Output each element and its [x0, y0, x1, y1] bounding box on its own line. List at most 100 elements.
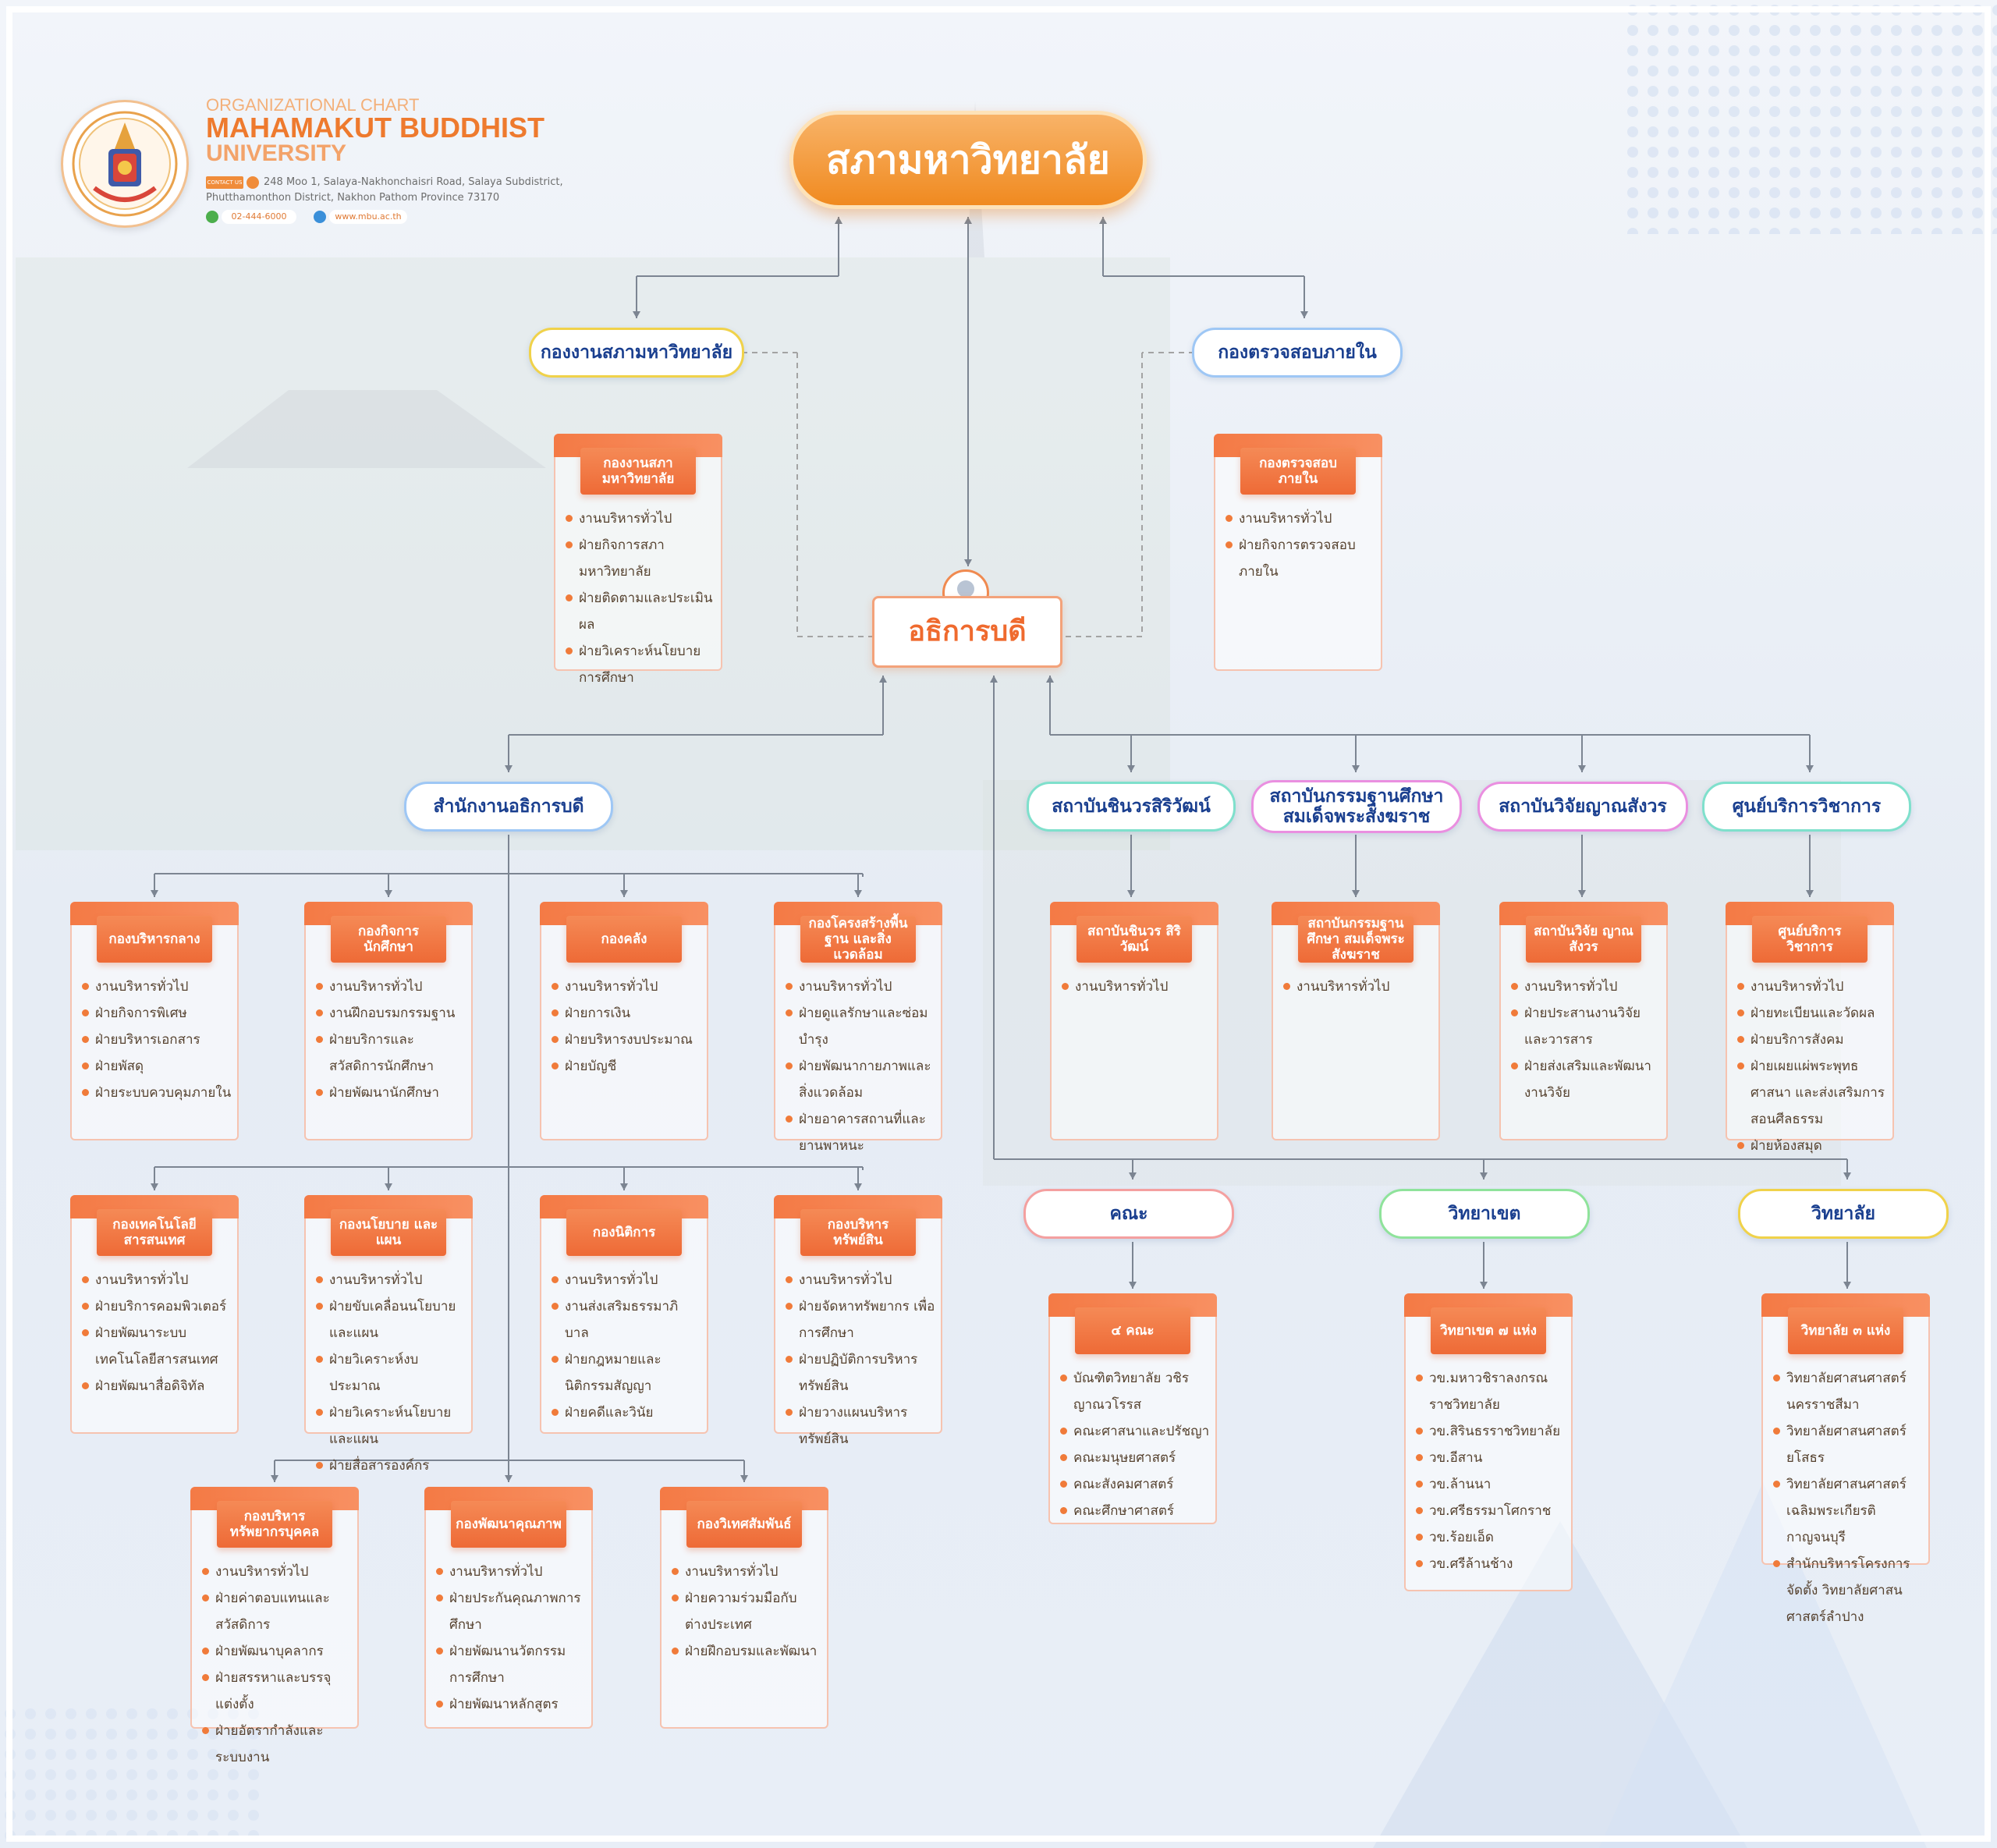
bullet-icon — [82, 1382, 89, 1389]
unit-card: กองคลังงานบริหารทั่วไปฝ่ายการเงินฝ่ายบริ… — [540, 902, 708, 1140]
card-title[interactable]: กองบริหารทรัพย์สิน — [800, 1209, 916, 1256]
list-item: ฝ่ายสื่อสารองค์กร — [314, 1453, 466, 1479]
list-item: งานบริหารทั่วไป — [314, 974, 466, 1000]
arrow-head-icon — [835, 217, 842, 224]
list-item: งานบริหารทั่วไป — [1281, 974, 1434, 1000]
list-item: ฝ่ายวิเคราะห์นโยบาย การศึกษา — [563, 638, 716, 691]
arrow-head-icon — [1127, 890, 1135, 897]
card-title[interactable]: สถาบันวิจัย ญาณสังวร — [1526, 916, 1641, 963]
unit-pill-campus[interactable]: วิทยาเขต — [1379, 1189, 1590, 1239]
unit-pill-faculty[interactable]: คณะ — [1023, 1189, 1234, 1239]
card-title[interactable]: กองบริหารกลาง — [97, 916, 212, 963]
card-title[interactable]: ศูนย์บริการวิชาการ — [1752, 916, 1868, 963]
unit-card: กองนโยบาย และแผนงานบริหารทั่วไปฝ่ายขับเค… — [304, 1195, 473, 1474]
list-item: งานบริหารทั่วไป — [1223, 505, 1376, 532]
list-item: วข.ร้อยเอ็ด — [1414, 1524, 1566, 1551]
bullet-icon — [786, 1409, 793, 1416]
list-item-text: งานบริหารทั่วไป — [565, 979, 658, 995]
card-title[interactable]: กองงานสภามหาวิทยาลัย — [580, 448, 696, 495]
list-item-text: ฝ่ายอาคารสถานที่และ ยานพาหนะ — [799, 1112, 926, 1154]
unit-card: กองวิเทศสัมพันธ์งานบริหารทั่วไปฝ่ายความร… — [660, 1487, 828, 1729]
list-item-text: ฝ่ายค่าตอบแทนและ สวัสดิการ — [215, 1591, 330, 1633]
list-item-text: งานบริหารทั่วไป — [1750, 979, 1844, 995]
arrow-head-icon — [964, 217, 972, 224]
unit-pill-college[interactable]: วิทยาลัย — [1738, 1189, 1949, 1239]
list-item: งานบริหารทั่วไป — [314, 1267, 466, 1293]
unit-pill-label: สถาบันวิจัยญาณสังวร — [1499, 796, 1667, 817]
university-council-box[interactable]: สภามหาวิทยาลัย — [789, 111, 1147, 209]
arrow-head-icon — [1099, 217, 1107, 224]
unit-pill-internal-audit[interactable]: กองตรวจสอบภายใน — [1192, 328, 1403, 378]
card-title[interactable]: กองตรวจสอบ ภายใน — [1240, 448, 1356, 495]
unit-pill-council-office[interactable]: กองงานสภามหาวิทยาลัย — [529, 328, 744, 378]
card-title[interactable]: กองพัฒนาคุณภาพ — [451, 1501, 566, 1548]
unit-pill-president-office[interactable]: สำนักงานอธิการบดี — [404, 782, 613, 832]
list-item-text: งานบริหารทั่วไป — [329, 1272, 423, 1288]
bullet-icon — [316, 1009, 323, 1016]
arrow-head-icon — [964, 559, 972, 566]
bullet-icon — [316, 983, 323, 990]
bullet-icon — [1416, 1428, 1423, 1435]
card-title[interactable]: กองบริหาร ทรัพยากรบุคคล — [217, 1501, 332, 1548]
card-title[interactable]: วิทยาลัย ๓ แห่ง — [1788, 1307, 1903, 1354]
unit-pill-research[interactable]: สถาบันวิจัยญาณสังวร — [1477, 782, 1688, 832]
list-item-text: วิทยาลัยศาสนศาสตร์ นครราชสีมา — [1786, 1371, 1907, 1413]
arrow-head-icon — [1046, 676, 1054, 683]
bullet-icon — [566, 515, 573, 522]
card-item-list: งานบริหารทั่วไปฝ่ายกิจการตรวจสอบ ภายใน — [1223, 505, 1376, 585]
arrow-head-icon — [1127, 765, 1135, 772]
unit-pill-academic-service[interactable]: ศูนย์บริการวิชาการ — [1702, 782, 1911, 832]
unit-pill-meditation[interactable]: สถาบันกรรมฐานศึกษา สมเด็จพระสังฆราช — [1251, 780, 1462, 833]
list-item-text: งานบริหารทั่วไป — [685, 1564, 779, 1580]
card-title[interactable]: สถาบันกรรมฐานศึกษา สมเด็จพระสังฆราช — [1298, 916, 1414, 963]
bullet-icon — [1416, 1560, 1423, 1567]
card-title[interactable]: กองวิเทศสัมพันธ์ — [686, 1501, 802, 1548]
list-item: ฝ่ายทะเบียนและวัดผล — [1735, 1000, 1888, 1027]
list-item-text: คณะมนุษยศาสตร์ — [1073, 1450, 1176, 1466]
card-item-list: งานบริหารทั่วไปฝ่ายกิจการสภามหาวิทยาลัยฝ… — [563, 505, 716, 691]
list-item-text: ฝ่ายวางแผนบริหารทรัพย์สิน — [799, 1405, 908, 1447]
card-item-list: บัณฑิตวิทยาลัย วชิรญาณวโรรสคณะศาสนาและปร… — [1058, 1365, 1211, 1524]
bullet-icon — [82, 1062, 89, 1069]
list-item: ฝ่ายกิจการตรวจสอบ ภายใน — [1223, 532, 1376, 585]
president-box[interactable]: อธิการบดี — [872, 596, 1062, 668]
bullet-icon — [786, 1276, 793, 1283]
card-title[interactable]: กองกิจการ นักศึกษา — [331, 916, 446, 963]
bullet-icon — [1416, 1374, 1423, 1382]
address-line1: 248 Moo 1, Salaya-Nakhonchaisri Road, Sa… — [264, 176, 563, 188]
list-item-text: ฝ่ายพัฒนาสื่อดิจิทัล — [95, 1378, 205, 1394]
card-title[interactable]: วิทยาเขต ๗ แห่ง — [1431, 1307, 1546, 1354]
bullet-icon — [1062, 983, 1069, 990]
card-title[interactable]: กองคลัง — [566, 916, 682, 963]
bullet-icon — [436, 1648, 443, 1655]
arrow-head-icon — [633, 311, 640, 318]
card-title[interactable]: กองโครงสร้างพื้นฐาน และสิ่งแวดล้อม — [800, 916, 916, 963]
list-item-text: งานบริหารทั่วไป — [579, 511, 672, 527]
bullet-icon — [436, 1594, 443, 1601]
list-item: ฝ่ายห้องสมุด — [1735, 1133, 1888, 1159]
list-item: ฝ่ายวิเคราะห์นโยบายและแผน — [314, 1399, 466, 1453]
unit-pill-chinaworn[interactable]: สถาบันชินวรสิริวัฒน์ — [1027, 782, 1236, 832]
list-item: งานบริหารทั่วไป — [1735, 974, 1888, 1000]
card-title[interactable]: กองเทคโนโลยี สารสนเทศ — [97, 1209, 212, 1256]
card-title[interactable]: สถาบันชินวร สิริวัฒน์ — [1077, 916, 1192, 963]
list-item-text: วข.สิรินธรราชวิทยาลัย — [1429, 1424, 1561, 1439]
list-item-text: ฝ่ายวิเคราะห์นโยบายและแผน — [329, 1405, 452, 1447]
website-link[interactable]: www.mbu.ac.th — [329, 210, 407, 224]
list-item: งานบริหารทั่วไป — [563, 505, 716, 532]
card-title[interactable]: กองนิติการ — [566, 1209, 682, 1256]
bullet-icon — [202, 1594, 209, 1601]
bullet-icon — [786, 1356, 793, 1363]
list-item-text: งานบริหารทั่วไป — [1524, 979, 1618, 995]
unit-pill-label: สถาบันชินวรสิริวัฒน์ — [1052, 796, 1211, 817]
list-item: ฝ่ายส่งเสริมและพัฒนา งานวิจัย — [1509, 1053, 1662, 1106]
list-item: ฝ่ายกฎหมายและ นิติกรรมสัญญา — [549, 1346, 702, 1399]
list-item: ฝ่ายพัฒนาระบบ เทคโนโลยีสารสนเทศ — [80, 1320, 232, 1373]
list-item: ฝ่ายประกันคุณภาพการศึกษา — [434, 1585, 587, 1638]
card-item-list: งานบริหารทั่วไปฝ่ายจัดหาทรัพยากร เพื่อกา… — [783, 1267, 936, 1453]
card-title[interactable]: กองนโยบาย และแผน — [331, 1209, 446, 1256]
bullet-icon — [552, 1356, 559, 1363]
arrow-head-icon — [1352, 890, 1360, 897]
card-title[interactable]: ๔ คณะ — [1075, 1307, 1190, 1354]
card-item-list: วข.มหาวชิราลงกรณ ราชวิทยาลัยวข.สิรินธรรา… — [1414, 1365, 1566, 1577]
